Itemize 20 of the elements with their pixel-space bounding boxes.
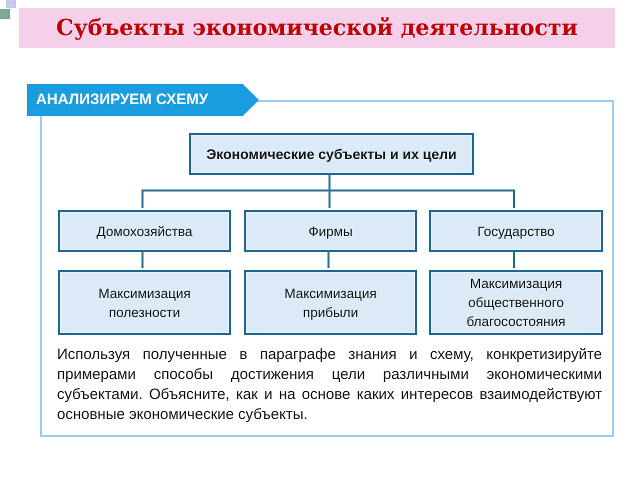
section-tab: АНАЛИЗИРУЕМ СХЕМУ	[27, 84, 259, 116]
box-label: Фирмы	[308, 222, 353, 240]
box-label: Домохозяйства	[96, 222, 192, 240]
heading-box	[189, 133, 474, 175]
process-box	[244, 270, 417, 335]
process-box	[429, 210, 603, 252]
process-box	[244, 210, 417, 252]
connector-line	[513, 250, 515, 268]
box-label: Максимизация полезности	[97, 284, 192, 322]
process-box	[58, 270, 231, 335]
process-box	[58, 210, 231, 252]
connector-line	[328, 250, 330, 268]
box-label: Государство	[477, 222, 555, 240]
process-box	[429, 270, 603, 335]
box-label: Максимизация общественного благосостояния	[466, 275, 566, 331]
connector-line	[142, 250, 144, 268]
box-label: Максимизация прибыли	[283, 284, 378, 322]
task-paragraph: Используя полученные в параграфе знания и схему, конкретизируйте примерами способы достижения цели различными экономическими субъектами. Объясните, как и на основе каких интересов взаимодействуют основные экономические субъекты.	[57, 345, 602, 425]
box-label: Экономические субъекты и их цели	[206, 144, 457, 164]
slide-title: Субъекты экономической деятельности	[19, 8, 615, 48]
